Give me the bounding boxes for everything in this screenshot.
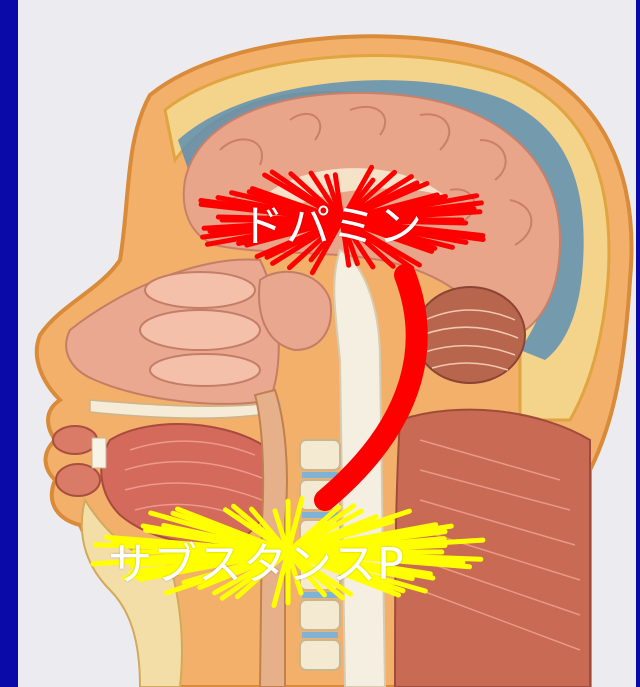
nasal-turbinates <box>140 272 260 386</box>
label-dopamine: ドパミン <box>240 190 424 254</box>
label-substance-p: サブスタンスP <box>108 528 405 592</box>
